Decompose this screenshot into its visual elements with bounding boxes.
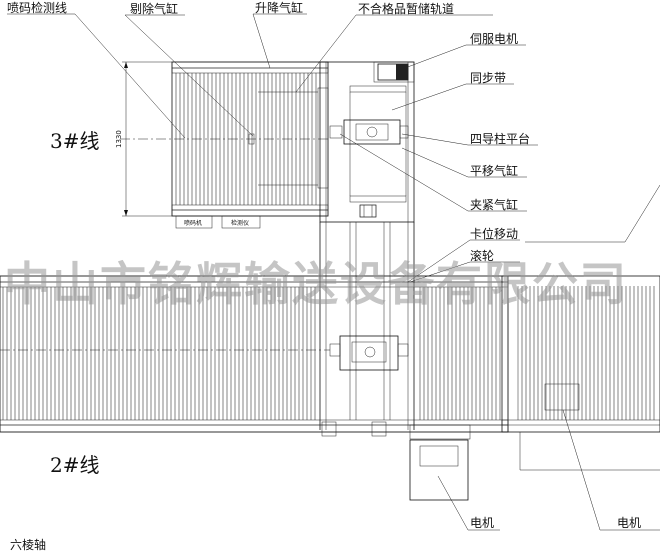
lower-conveyor [0,275,509,440]
label-traverse-cylinder: 平移气缸 [470,163,518,178]
spray-inspection-boxes: 喷码机 检测仪 [175,215,261,229]
lower-conveyor-rollers [2,287,501,420]
dimension-value: 1330 [115,130,123,148]
label-four-post-platform: 四导柱平台 [470,131,530,146]
label-spray-inspection-line: 喷码检测线 [7,0,67,15]
label-line-2: 2#线 [50,453,99,477]
label-lift-cylinder: 升降气缸 [255,0,303,15]
label-timing-belt: 同步带 [470,71,506,85]
label-bottom-left-note: 六棱轴 [10,537,46,552]
label-position-move: 卡位移动 [470,226,518,241]
lower-motor-box [409,439,469,501]
leader-lines [7,13,660,531]
inspection-device-label: 检测仪 [231,219,249,227]
right-conveyor-rollers [521,286,655,420]
label-reject-cylinder: 剔除气缸 [130,1,178,16]
label-clamp-cylinder: 夹紧气缸 [470,197,518,212]
right-conveyor [501,275,660,471]
transfer-frame [319,61,415,430]
label-reject-storage-rail: 不合格品暂储轨道 [358,1,454,16]
label-motor-1: 电机 [470,516,494,530]
labels: 喷码检测线 剔除气缸 升降气缸 不合格品暂储轨道 伺服电机 同步带 四导柱平台 … [7,0,641,552]
label-line-3: 3#线 [50,129,99,153]
label-roller: 滚轮 [470,248,494,263]
label-motor-2: 电机 [617,516,641,530]
label-servo-motor: 伺服电机 [470,32,518,46]
spray-machine-label: 喷码机 [184,219,202,227]
company-watermark: 中山市铭辉输送设备有限公司 [4,257,628,311]
